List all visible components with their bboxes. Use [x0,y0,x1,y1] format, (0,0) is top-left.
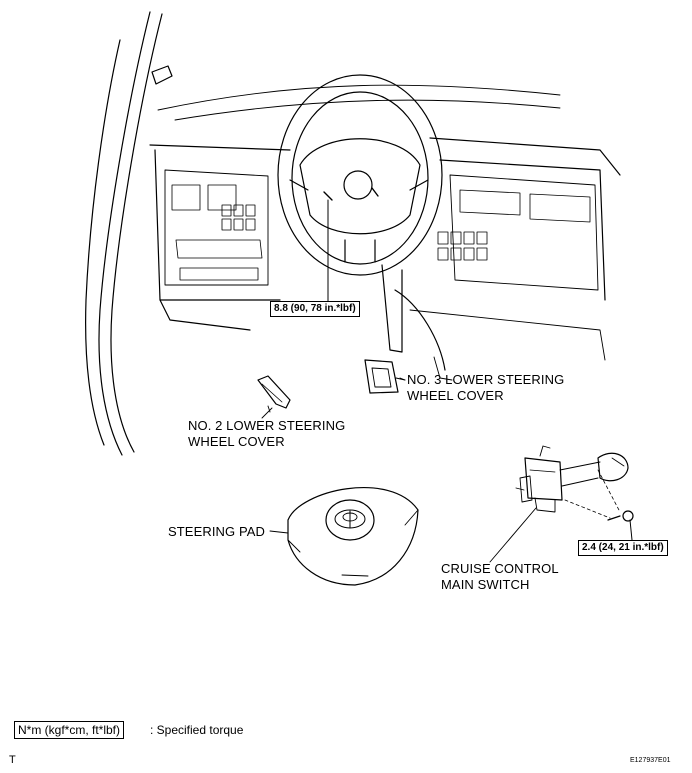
a-pillar [85,11,173,456]
steering-wheel [277,74,443,276]
bolt-part [564,469,634,541]
steering-pad-part [287,487,419,586]
torque-cruise-switch: 2.4 (24, 21 in.*lbf) [578,540,668,556]
no2-lower-steering-wheel-cover-part [257,375,291,413]
cruise-control-switch-part [515,445,629,513]
legend-torque-text: : Specified torque [150,723,244,737]
label-cruise-line2: MAIN SWITCH [441,577,530,592]
label-cruise-line1: CRUISE CONTROL [441,561,559,576]
label-steering-pad: STEERING PAD [168,524,266,539]
steering-column [381,264,446,371]
no3-lower-steering-wheel-cover-part [364,359,406,394]
dashboard [149,137,621,361]
legend-torque-box: N*m (kgf*cm, ft*lbf) [14,721,125,739]
label-no3-line1: NO. 3 LOWER STEERING [407,372,565,387]
torque-steering-wheel: 8.8 (90, 78 in.*lbf) [270,301,360,317]
corner-mark: T [9,754,16,766]
label-no3-line2: WHEEL COVER [407,388,504,403]
figure-id: E127937E01 [630,757,671,764]
label-no2-line1: NO. 2 LOWER STEERING [188,418,346,433]
label-no2-line2: WHEEL COVER [188,434,285,449]
